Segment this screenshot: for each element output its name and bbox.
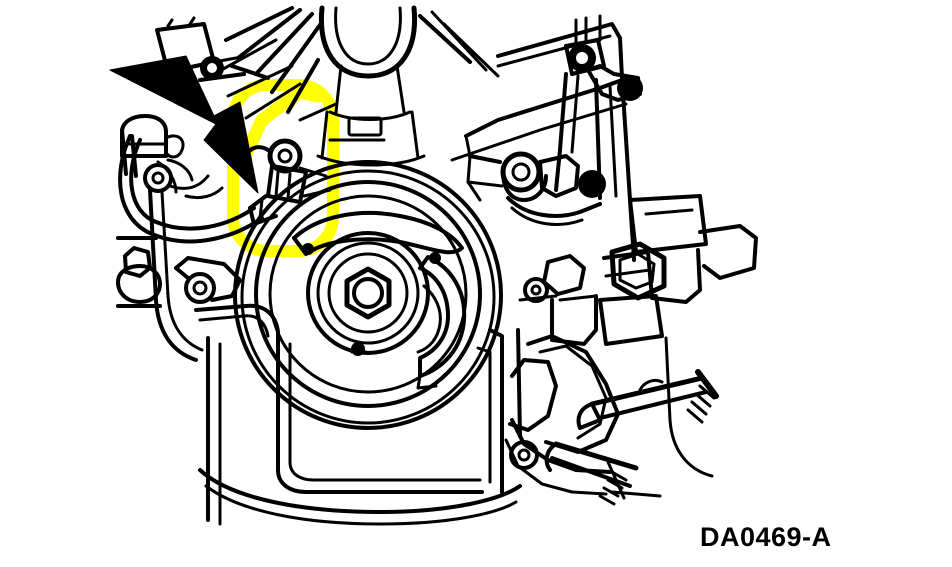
crankshaft-pulley-damper bbox=[233, 160, 503, 430]
callout-arrow bbox=[109, 55, 259, 194]
figure-id-label: DA0469-A bbox=[700, 522, 832, 552]
right-lower-bracket bbox=[518, 194, 758, 346]
lower-right-mount bbox=[504, 328, 719, 506]
hex-bolt-heads bbox=[609, 241, 667, 301]
upper-u-bracket bbox=[316, 5, 426, 167]
hex-center-bolt bbox=[344, 266, 392, 320]
pulley-bolt-hole bbox=[429, 252, 441, 264]
engine-cooling-fins bbox=[212, 6, 500, 122]
highlight-accent-stroke bbox=[236, 85, 325, 167]
right-accessory-bracket bbox=[450, 14, 643, 262]
engine-block-left-edge bbox=[116, 188, 280, 362]
idler-pulley-assembly bbox=[464, 134, 606, 226]
pulley-bolt-hole bbox=[351, 342, 365, 356]
oil-pan bbox=[198, 328, 522, 526]
threaded-studs bbox=[589, 375, 705, 407]
engine-linework bbox=[116, 5, 758, 526]
pulley-bolt-hole bbox=[302, 243, 314, 255]
right-block-edges bbox=[610, 336, 714, 498]
top-left-module bbox=[155, 16, 270, 82]
left-canister bbox=[120, 114, 224, 200]
threaded-studs bbox=[553, 441, 639, 471]
